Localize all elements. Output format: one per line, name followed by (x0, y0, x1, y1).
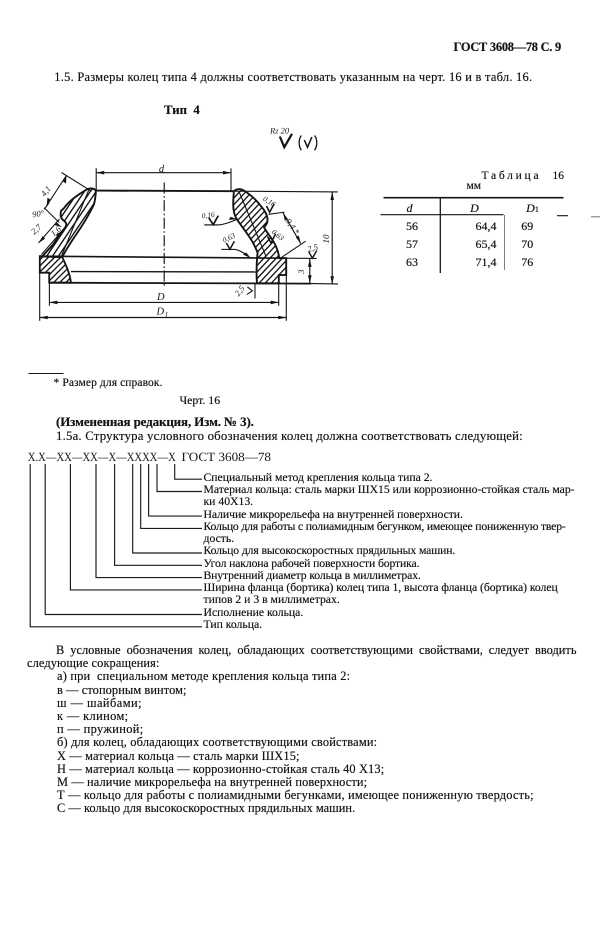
svg-text:d: d (159, 164, 165, 175)
svg-text:2,7: 2,7 (29, 221, 44, 236)
svg-text:ГОСТ 3608—78: ГОСТ 3608—78 (182, 450, 272, 464)
svg-text:Х.Х—ХХ—ХХ—Х—ХХХХ—Х: Х.Х—ХХ—ХХ—Х—ХХХХ—Х (28, 450, 176, 464)
svg-text:4,1: 4,1 (38, 184, 52, 199)
svg-text:9,4 *: 9,4 * (284, 217, 302, 237)
svg-text:90°: 90° (31, 208, 45, 220)
svg-text:2,5: 2,5 (232, 283, 246, 298)
svg-text:10: 10 (321, 234, 331, 244)
svg-text:D: D (156, 306, 165, 317)
svg-text:0,16: 0,16 (261, 194, 277, 209)
svg-text:Rz 20: Rz 20 (269, 126, 290, 136)
svg-text:1,6: 1,6 (48, 223, 63, 238)
svg-text:3: 3 (296, 270, 306, 275)
svg-text:2,5: 2,5 (306, 242, 319, 255)
svg-text:D: D (156, 292, 165, 303)
svg-text:0,63: 0,63 (221, 231, 237, 245)
svg-text:1: 1 (165, 311, 169, 319)
svg-text:0,16: 0,16 (201, 210, 215, 221)
